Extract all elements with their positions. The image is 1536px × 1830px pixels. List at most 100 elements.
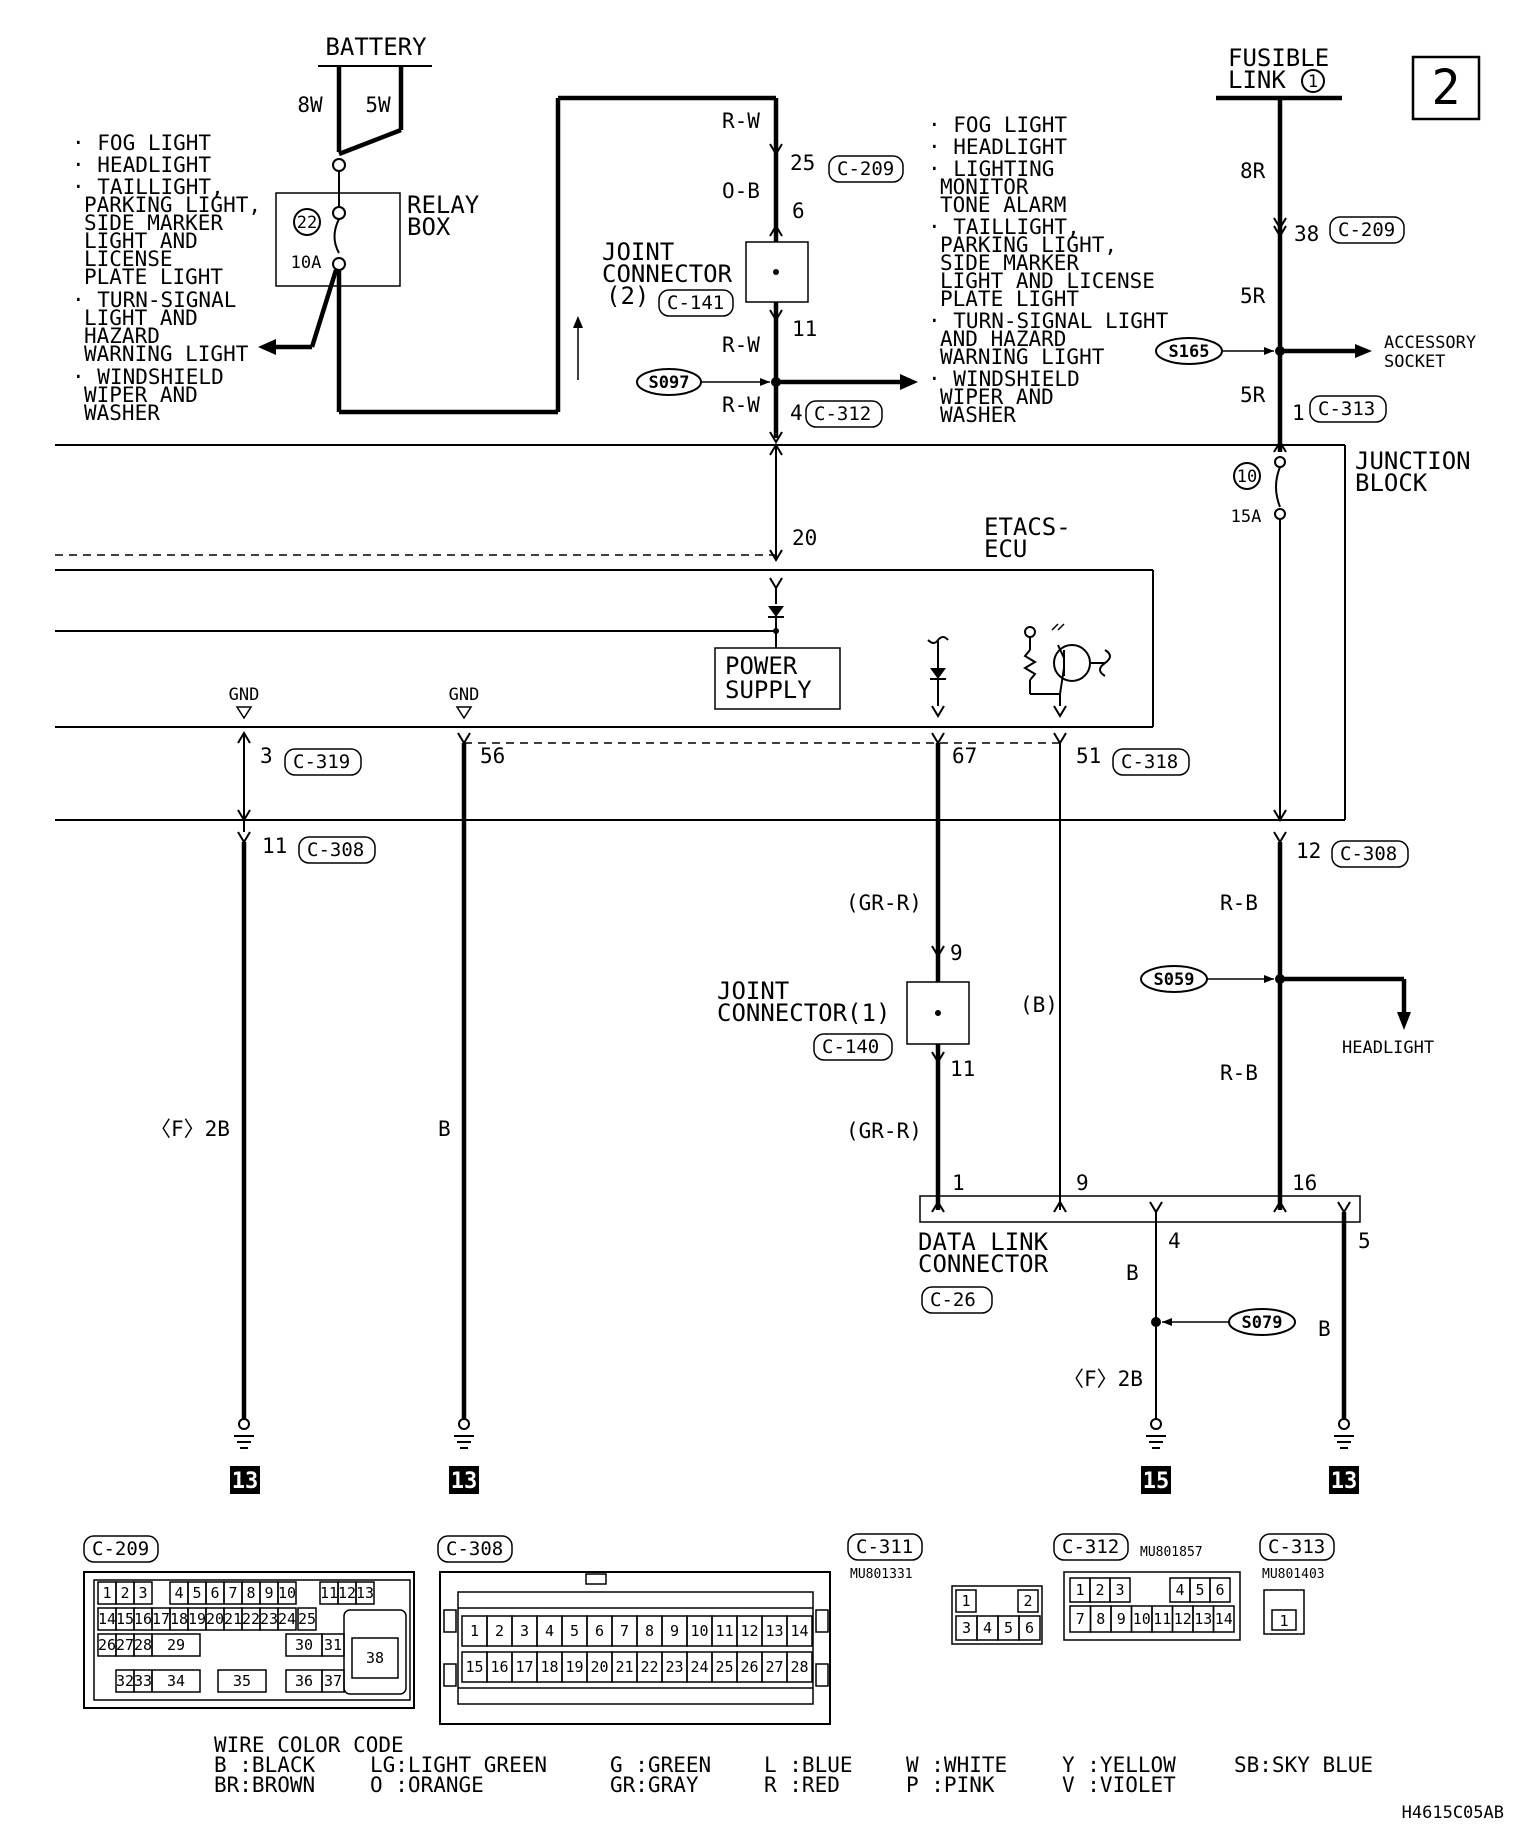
- pin-number: 10: [1133, 1610, 1151, 1628]
- etacs-ecu: ETACS- ECU POWER SUPPLY: [55, 513, 1154, 744]
- svg-text:SUPPLY: SUPPLY: [725, 676, 812, 704]
- pin-cell: [297, 1607, 317, 1631]
- svg-text:PARKING LIGHT,: PARKING LIGHT,: [84, 193, 261, 217]
- svg-text:67: 67: [952, 744, 977, 768]
- svg-text:W :WHITE: W :WHITE: [906, 1753, 1007, 1777]
- svg-text:· TURN-SIGNAL LIGHT: · TURN-SIGNAL LIGHT: [928, 309, 1169, 333]
- svg-text:C-313: C-313: [1268, 1536, 1325, 1558]
- pin-cell: [1109, 1577, 1131, 1603]
- pin-number: 38: [366, 1649, 384, 1667]
- conn-c141: C-141: [667, 292, 724, 314]
- pin-number: 22: [242, 1610, 260, 1628]
- battery-wire-8w: 8W: [297, 93, 323, 117]
- power-supply-box: [714, 647, 841, 710]
- svg-text:(2): (2): [606, 282, 649, 310]
- svg-text:JOINT: JOINT: [717, 977, 789, 1005]
- svg-text:11: 11: [950, 1057, 975, 1081]
- pin-cell: [786, 1615, 813, 1647]
- pin-number: 4: [983, 1619, 992, 1637]
- svg-text:PARKING LIGHT,: PARKING LIGHT,: [940, 233, 1117, 257]
- pin-number: 11: [715, 1622, 733, 1640]
- pin-cell: [1212, 1605, 1235, 1633]
- pin-number: 24: [690, 1658, 708, 1676]
- pin-number: 14: [790, 1622, 808, 1640]
- arrow-headlight-icon: [1397, 1012, 1411, 1030]
- center-load-list: · FOG LIGHT · HEADLIGHT · LIGHTING MONIT…: [928, 113, 1169, 427]
- svg-text:LICENSE: LICENSE: [84, 247, 173, 271]
- svg-text:WARNING LIGHT: WARNING LIGHT: [940, 345, 1105, 369]
- document-id: H4615C05AB: [1402, 1803, 1504, 1823]
- pin-number: 19: [565, 1658, 583, 1676]
- relay-fuse-badge: [293, 208, 321, 236]
- pin-number: 23: [260, 1610, 278, 1628]
- pin-number: 25: [715, 1658, 733, 1676]
- pin-number: 13: [356, 1584, 374, 1602]
- pin-number: 6: [595, 1622, 604, 1640]
- svg-text:GND: GND: [449, 685, 480, 705]
- pin-number: 10: [690, 1622, 708, 1640]
- svg-text:25: 25: [790, 151, 815, 175]
- pin-cell: [1017, 1589, 1039, 1613]
- pin-number: 31: [324, 1636, 342, 1654]
- ground-1-icon: 13: [230, 1418, 260, 1494]
- svg-text:CONNECTOR: CONNECTOR: [602, 260, 733, 288]
- pin-number: 25: [298, 1610, 316, 1628]
- pin-number: 27: [765, 1658, 783, 1676]
- connector-face-c308: C-308 1152163174185196207218229231024112…: [437, 1535, 831, 1725]
- pin-number: 30: [295, 1636, 313, 1654]
- pin-number: 9: [670, 1622, 679, 1640]
- pin-cell: [955, 1589, 977, 1613]
- battery-wire-5w: 5W: [365, 93, 391, 117]
- svg-text:11: 11: [262, 834, 287, 858]
- pin-number: 12: [1174, 1610, 1192, 1628]
- svg-text:R-B: R-B: [1220, 891, 1258, 915]
- fusible-link-section: FUSIBLE LINK 1 8R 38 C-209 5R S165 ACCES…: [1155, 44, 1476, 438]
- svg-text:· TAILLIGHT,: · TAILLIGHT,: [72, 175, 224, 199]
- svg-text:8R: 8R: [1240, 159, 1266, 183]
- page-number-box: [1411, 55, 1481, 121]
- svg-text:LINK: LINK: [1228, 66, 1286, 94]
- svg-text:ACCESSORY: ACCESSORY: [1384, 333, 1476, 353]
- gnd-wire-56: 56 B: [438, 732, 505, 1420]
- svg-text:B: B: [1126, 1261, 1139, 1285]
- pin-cell: [151, 1633, 201, 1657]
- pin-number: 35: [233, 1672, 251, 1690]
- pin-number: 9: [1117, 1610, 1126, 1628]
- pin-number: 15: [116, 1610, 134, 1628]
- pin-number: 8: [1096, 1610, 1105, 1628]
- pin-number: 13: [1194, 1610, 1212, 1628]
- svg-text:10: 10: [1237, 467, 1257, 487]
- pin-number: 33: [134, 1672, 152, 1690]
- svg-text:· WINDSHIELD: · WINDSHIELD: [928, 367, 1080, 391]
- svg-text:4: 4: [1168, 1229, 1181, 1253]
- pin-number: 18: [540, 1658, 558, 1676]
- conn-c26: C-26: [930, 1289, 976, 1311]
- svg-text:5: 5: [1358, 1229, 1371, 1253]
- svg-text:R :RED: R :RED: [764, 1773, 840, 1797]
- svg-text:(B): (B): [1020, 993, 1058, 1017]
- svg-text:HEADLIGHT: HEADLIGHT: [1342, 1038, 1434, 1058]
- pin-number: 8: [645, 1622, 654, 1640]
- svg-text:Y :YELLOW: Y :YELLOW: [1062, 1753, 1176, 1777]
- pin-cell: [355, 1581, 375, 1605]
- pin-cell: [351, 1637, 399, 1679]
- svg-text:38: 38: [1294, 222, 1319, 246]
- svg-text:· TURN-SIGNAL: · TURN-SIGNAL: [72, 288, 236, 312]
- pin-number: 3: [138, 1584, 147, 1602]
- left-load-list: · FOG LIGHT · HEADLIGHT · TAILLIGHT, PAR…: [72, 131, 261, 425]
- pin-number: 22: [640, 1658, 658, 1676]
- svg-text:GND: GND: [229, 685, 260, 705]
- svg-text:R-W: R-W: [722, 333, 760, 357]
- svg-text:1: 1: [1279, 1612, 1288, 1630]
- pin-number: 21: [224, 1610, 242, 1628]
- pin-number: 17: [152, 1610, 170, 1628]
- svg-text:5R: 5R: [1240, 383, 1266, 407]
- svg-text:LG:LIGHT GREEN: LG:LIGHT GREEN: [370, 1753, 547, 1777]
- pin-number: 4: [174, 1584, 183, 1602]
- svg-text:B: B: [438, 1117, 451, 1141]
- svg-text:〈F〉2B: 〈F〉2B: [150, 1117, 230, 1141]
- svg-text:15: 15: [1143, 1469, 1170, 1494]
- svg-text:PLATE LIGHT: PLATE LIGHT: [84, 265, 223, 289]
- pin-number: 5: [1195, 1581, 1204, 1599]
